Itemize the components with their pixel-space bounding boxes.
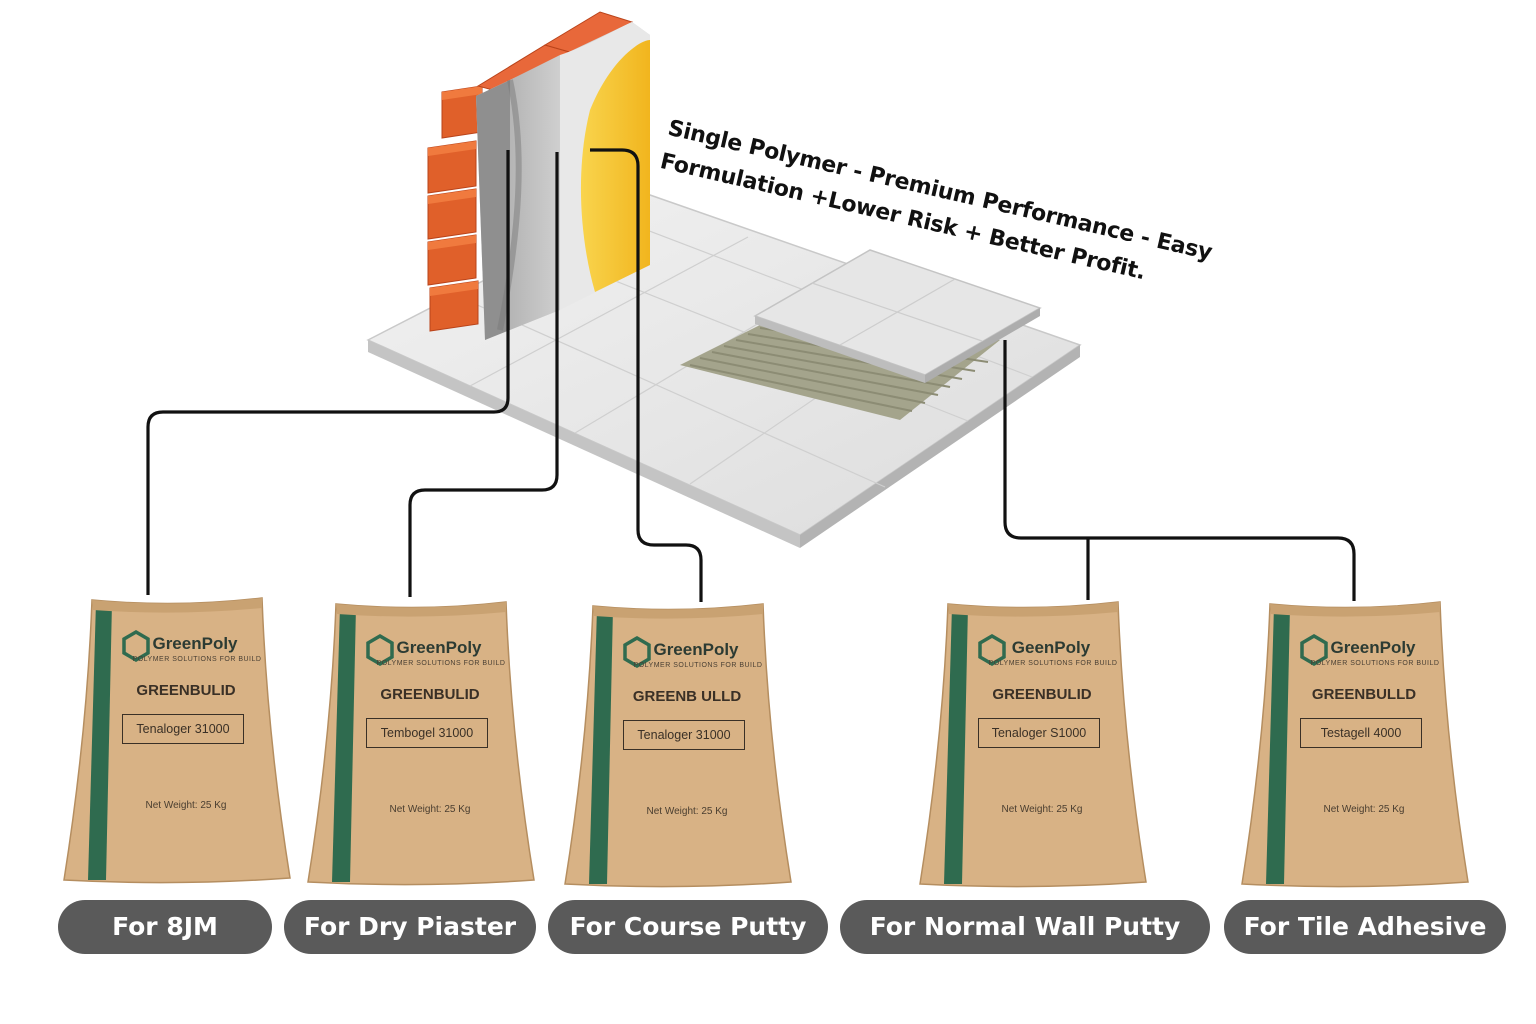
- product-bag-1: GreenPoly POLYMER SOLUTIONS FOR BUILD GR…: [62, 594, 292, 884]
- bag-weight: Net Weight: 25 Kg: [389, 804, 471, 815]
- bag-model: Tenaloger 31000: [122, 714, 244, 744]
- bag-logo-subtitle: POLYMER SOLUTIONS FOR BUILD: [1310, 660, 1440, 667]
- bag-shape: [1241, 601, 1469, 888]
- logo-icon: [366, 633, 394, 667]
- bag-brand: GREENBULLD: [1311, 686, 1417, 703]
- logo-icon: [1300, 633, 1328, 667]
- bag-weight: Net Weight: 25 Kg: [1323, 804, 1405, 815]
- label-dry-plaster: For Dry Piaster: [284, 900, 536, 954]
- bag-brand: GREENBULID: [380, 686, 480, 703]
- bag-model: Tenaloger 31000: [623, 720, 745, 750]
- bag-shape: [63, 597, 291, 884]
- label-normal-wall-putty: For Normal Wall Putty: [840, 900, 1210, 954]
- connector-lines: [146, 148, 1356, 602]
- bag-brand: GREENB ULLD: [632, 688, 742, 705]
- bag-logo-name: GeenPoly: [1011, 638, 1091, 657]
- product-bag-2: GreenPoly POLYMER SOLUTIONS FOR BUILD GR…: [306, 598, 536, 888]
- bag-weight: Net Weight: 25 Kg: [145, 800, 227, 811]
- label-course-putty: For Course Putty: [548, 900, 828, 954]
- logo-icon: [122, 629, 150, 663]
- bag-model: Tembogel 31000: [366, 718, 488, 748]
- label-8jm: For 8JM: [58, 900, 272, 954]
- product-bag-3: GreenPoly POLYMER SOLUTIONS FOR BUILD GR…: [563, 600, 793, 890]
- bag-model: Testagell 4000: [1300, 718, 1422, 748]
- product-bag-4: GeenPoly POLYMER SOLUTIONS FOR BUILD GRE…: [918, 598, 1148, 888]
- bag-logo-subtitle: POLYMER SOLUTIONS FOR BUILD: [376, 660, 506, 667]
- bag-logo-name: GreenPoly: [152, 634, 238, 653]
- bag-brand: GREENBULID: [136, 682, 236, 699]
- product-bag-5: GreenPoly POLYMER SOLUTIONS FOR BUILD GR…: [1240, 598, 1470, 888]
- raised-tile: [753, 249, 1042, 383]
- bag-weight: Net Weight: 25 Kg: [1001, 804, 1083, 815]
- bag-shape: [564, 603, 792, 888]
- bag-logo-subtitle: POLYMER SOLUTIONS FOR BUILD: [132, 656, 262, 663]
- wall-section: [427, 11, 650, 340]
- logo-icon: [623, 635, 651, 669]
- bag-logo-subtitle: POLYMER SOLUTIONS FOR BUILD: [988, 660, 1118, 667]
- logo-icon: [978, 633, 1006, 667]
- bag-logo-name: GreenPoly: [396, 638, 482, 657]
- bag-model: Tenaloger S1000: [978, 718, 1100, 748]
- bag-shape: [307, 601, 535, 886]
- bag-brand: GREENBULID: [992, 686, 1092, 703]
- bag-logo-subtitle: POLYMER SOLUTIONS FOR BUILD: [633, 662, 763, 669]
- label-tile-adhesive: For Tile Adhesive: [1224, 900, 1506, 954]
- bag-logo-name: GreenPoly: [653, 640, 739, 659]
- bag-shape: [919, 601, 1147, 888]
- bag-logo-name: GreenPoly: [1330, 638, 1416, 657]
- bag-weight: Net Weight: 25 Kg: [646, 806, 728, 817]
